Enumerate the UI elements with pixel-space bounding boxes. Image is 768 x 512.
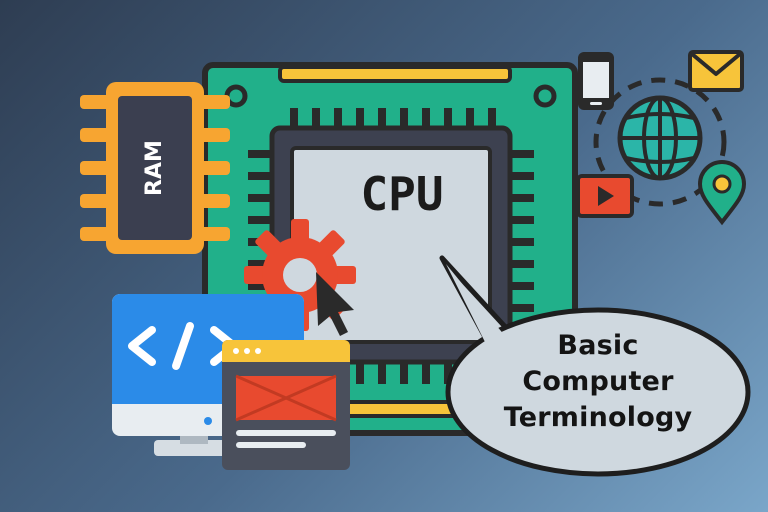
location-pin-icon — [697, 160, 747, 226]
bubble-line-computer: Computer — [522, 366, 674, 397]
ram-label: RAM — [142, 140, 167, 196]
envelope-icon — [688, 50, 744, 92]
network-orbit — [593, 77, 727, 207]
bubble-title: Basic Computer Terminology — [452, 328, 744, 436]
cursor-arrow-icon — [316, 272, 354, 336]
speech-bubble — [439, 255, 751, 477]
browser-window-icon — [222, 340, 350, 470]
video-play-icon — [576, 174, 634, 218]
bubble-line-terminology: Terminology — [503, 402, 693, 433]
bubble-line-basic: Basic — [557, 330, 639, 361]
smartphone-icon — [578, 52, 614, 110]
globe-icon — [617, 95, 703, 181]
cpu-label: CPU — [360, 167, 443, 221]
ram-chip-icon — [80, 82, 230, 254]
